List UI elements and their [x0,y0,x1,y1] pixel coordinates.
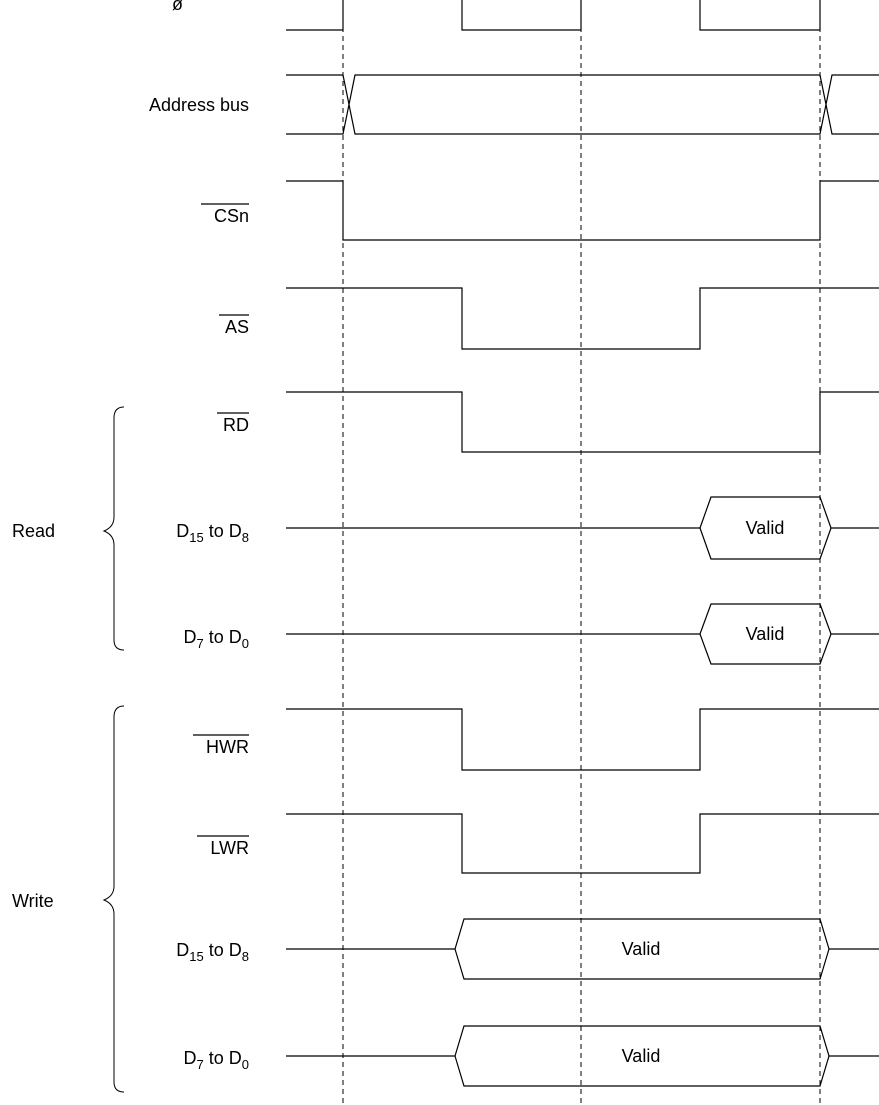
read-group: Read [12,406,125,651]
write-d15-d8-label: D15 to D8 [176,940,249,964]
clock-waveform-a [286,0,344,31]
label-sub-0: 0 [242,1057,249,1072]
read-d7-d0-signal: D7 to D0 Valid [184,603,879,665]
timing-guides [342,0,821,1105]
write-d15-d8-signal: D15 to D8 Valid [176,918,879,980]
label-to-d: to D [204,1048,242,1068]
rd-waveform [286,391,879,453]
read-d15-d8-signal: D15 to D8 Valid [176,496,879,560]
write-d15-d8-valid: Valid [622,939,661,959]
label-d: D [184,1048,197,1068]
address-bus-label: Address bus [149,95,249,115]
label-d: D [184,627,197,647]
csn-signal: CSn [201,180,879,241]
write-group: Write [12,705,125,1093]
label-sub-7: 7 [197,636,204,651]
hwr-waveform [286,708,879,771]
label-sub-7: 7 [197,1057,204,1072]
lwr-signal: LWR [197,813,879,874]
write-d7-d0-valid: Valid [622,1046,661,1066]
hwr-label: HWR [206,737,249,757]
rd-label: RD [223,415,249,435]
write-d7-d0-label: D7 to D0 [184,1048,249,1072]
label-sub-8: 8 [242,530,249,545]
write-d7-d0-waveform-top [286,1025,879,1057]
clock-waveform-c [699,0,821,31]
lwr-label: LWR [210,838,249,858]
read-d7-d0-valid: Valid [746,624,785,644]
read-d15-d8-label: D15 to D8 [176,521,249,545]
hwr-signal: HWR [193,708,879,771]
rd-signal: RD [217,391,879,453]
label-sub-8: 8 [242,949,249,964]
label-d: D [176,940,189,960]
read-d7-d0-label: D7 to D0 [184,627,249,651]
csn-waveform [286,180,879,241]
write-d7-d0-waveform-bottom [454,1055,830,1087]
write-group-label: Write [12,891,54,911]
read-bracket [102,406,125,651]
read-d7-d0-waveform-top [286,603,879,635]
clock-waveform-b [461,0,582,31]
read-d15-d8-waveform-top [286,496,879,529]
read-group-label: Read [12,521,55,541]
as-waveform [286,287,879,350]
write-bracket [102,705,125,1093]
read-d15-d8-waveform-bottom [699,527,832,560]
lwr-waveform [286,813,879,874]
write-d7-d0-signal: D7 to D0 Valid [184,1025,879,1087]
as-label: AS [225,317,249,337]
write-d15-d8-waveform-top [286,918,879,950]
read-d7-d0-waveform-bottom [699,633,832,665]
label-to-d: to D [204,627,242,647]
address-bus-waveform-bottom [286,74,879,135]
label-d: D [176,521,189,541]
address-bus-waveform-top [286,74,879,135]
label-sub-15: 15 [189,949,203,964]
label-to-d: to D [204,940,242,960]
write-d15-d8-waveform-bottom [454,948,830,980]
clock-signal: ø [172,0,821,31]
label-sub-0: 0 [242,636,249,651]
csn-label: CSn [214,206,249,226]
read-d15-d8-valid: Valid [746,518,785,538]
clock-label: ø [172,0,183,14]
as-signal: AS [219,287,879,350]
label-to-d: to D [204,521,242,541]
address-bus-signal: Address bus [149,74,879,135]
label-sub-15: 15 [189,530,203,545]
